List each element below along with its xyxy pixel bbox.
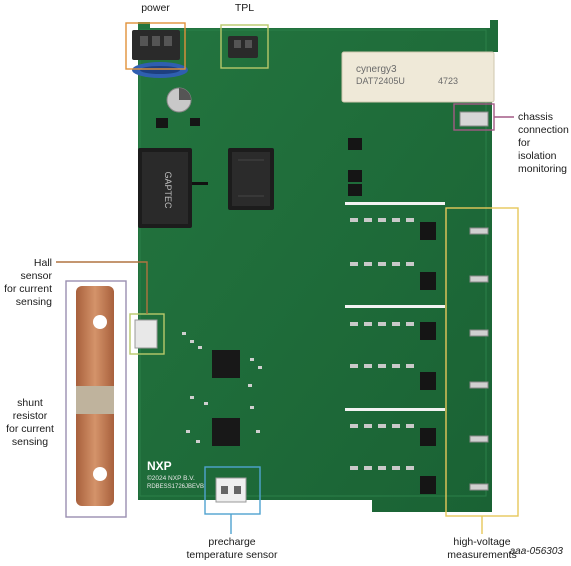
tpl-label: TPL (234, 2, 255, 14)
transformer-brand-text: GAPTEC (163, 171, 173, 209)
smd-components (182, 332, 262, 443)
chassis-label-line2: connection (518, 124, 569, 136)
shunt-callout-box (65, 280, 127, 518)
shunt-resistor (76, 286, 114, 506)
precharge-label-line1: precharge (208, 536, 256, 548)
relay-code-text: 4723 (438, 76, 458, 86)
hall-label-line1: Hall sensor (20, 257, 52, 282)
hall-callout-line (56, 261, 148, 314)
transformer-gaptec: GAPTEC (138, 148, 192, 228)
hall-label: Hall sensor for current sensing (0, 257, 52, 309)
transformer-secondary (228, 148, 274, 210)
hv-label: high-voltage measurements (436, 536, 528, 562)
power-callout-box (125, 22, 186, 70)
transformer-lead (192, 182, 208, 185)
shunt-label-line1: shunt (17, 397, 43, 409)
tpl-connector (228, 36, 258, 58)
hv-label-line2: measurements (447, 549, 517, 561)
hv-label-line1: high-voltage (453, 536, 511, 548)
shunt-label-line3: for current (6, 423, 54, 435)
figure-id: aaa-056303 (509, 546, 563, 557)
shunt-label-line2: resistor (12, 410, 48, 422)
board-silkscreen: NXP ©2024 NXP B.V. RDBESS1726JBEVB (147, 459, 204, 490)
electrolytic-capacitor (166, 87, 192, 113)
relay-part-text: DAT72405U (356, 76, 405, 86)
component (156, 118, 168, 128)
nxp-logo-text: NXP (147, 459, 172, 473)
board-id-text: RDBESS1726JBEVB (147, 484, 204, 490)
power-connector (132, 30, 188, 78)
hall-label-line3: sensing (15, 296, 52, 308)
precharge-label-line2: temperature sensor (186, 549, 278, 561)
chassis-label-line1: chassis (518, 111, 554, 123)
mcu-chips (212, 350, 240, 446)
hall-sensor (134, 319, 158, 349)
relay-cynergy3: cynergy3 DAT72405U 4723 (341, 51, 495, 103)
copyright-text: ©2024 NXP B.V. (147, 474, 195, 482)
chassis-label: chassis connection for isolation monitor… (518, 111, 570, 176)
shunt-label: shunt resistor for current sensing (0, 397, 60, 449)
precharge-connector (215, 477, 247, 503)
hall-label-line2: for current (4, 283, 52, 295)
component (190, 118, 200, 126)
chassis-connector (459, 111, 489, 127)
hv-optocouplers (420, 222, 436, 494)
tpl-callout-box (220, 24, 269, 69)
precharge-callout-box (204, 466, 261, 515)
pcb-board (138, 20, 498, 512)
chassis-label-line3: for isolation (518, 137, 557, 162)
isolation-slots (345, 202, 445, 411)
chassis-label-line4: monitoring (518, 163, 568, 175)
precharge-label: precharge temperature sensor (170, 536, 294, 562)
small-ics (348, 138, 362, 196)
power-label: power (141, 2, 170, 14)
shunt-label-line4: sensing (11, 436, 49, 448)
hv-connectors (469, 227, 489, 491)
relay-brand-text: cynergy3 (356, 64, 397, 75)
resistor-rows (350, 218, 414, 470)
